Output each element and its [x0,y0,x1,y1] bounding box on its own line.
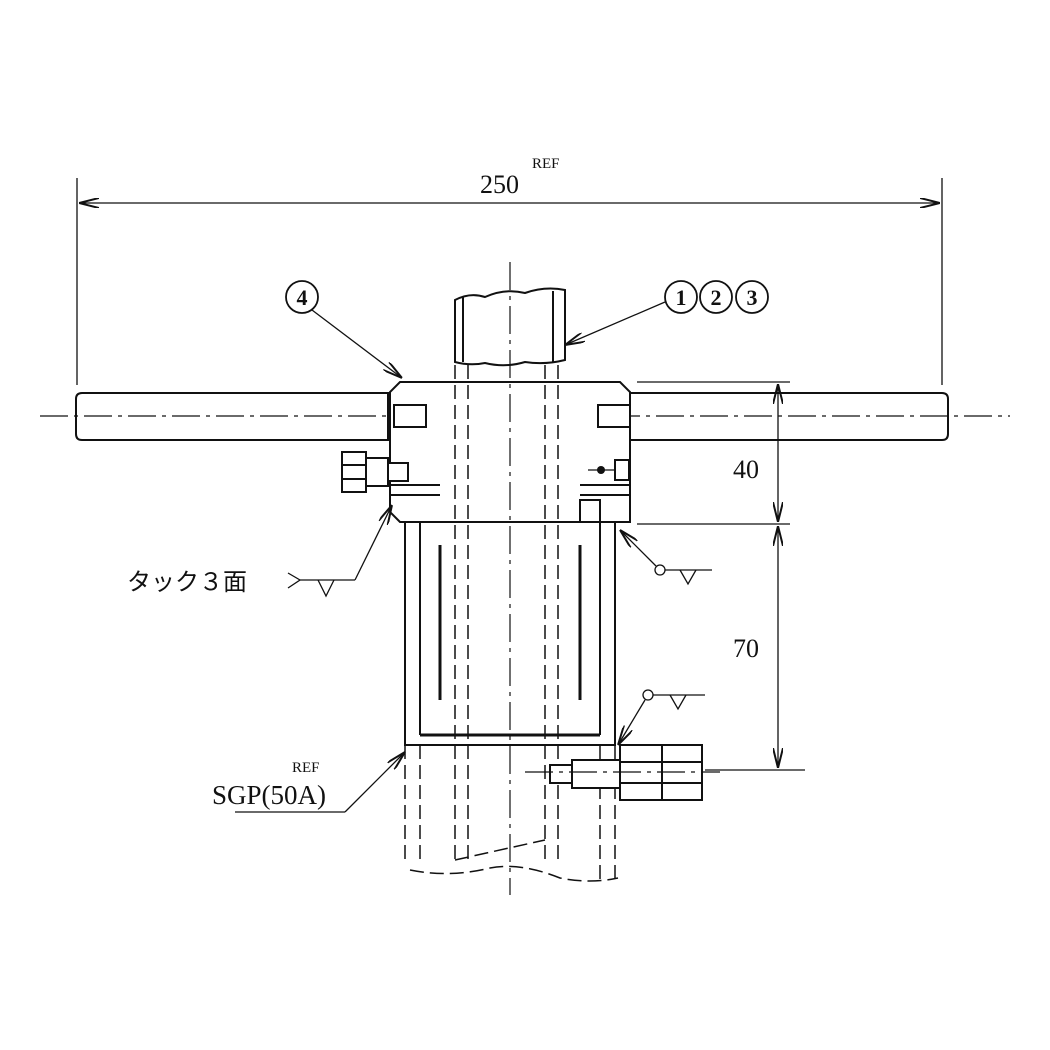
right-set-screw [588,459,630,481]
height-dimensions: 40 70 [637,381,805,771]
overall-width-ref-note: REF [532,156,560,172]
balloon-1-label: 1 [676,285,687,310]
flange-height-value: 40 [733,455,759,484]
horizontal-bar [40,392,1010,441]
overall-width-dimension: 250 REF [76,156,943,385]
tack-weld-label: タック３面 [127,568,247,596]
lower-right-bolt [525,744,720,801]
balloon-2-label: 2 [711,285,722,310]
weld-symbol-upper [620,530,712,586]
pipe-spec-callout: REF SGP(50A) [212,752,405,813]
balloon-part-4: 4 [285,280,402,378]
left-bolt [341,451,409,493]
weld-symbol-lower [618,689,705,745]
socket-depth-value: 70 [733,634,759,663]
tack-weld-callout: タック３面 [127,505,392,598]
pipe-spec-label: SGP(50A) [212,780,326,810]
overall-width-value: 250 [480,170,519,199]
balloon-4-label: 4 [297,285,308,310]
pipe-spec-ref-note: REF [292,760,320,776]
balloon-parts-1-2-3: 1 2 3 [565,280,769,345]
socket-body [404,521,616,746]
balloon-3-label: 3 [747,285,758,310]
